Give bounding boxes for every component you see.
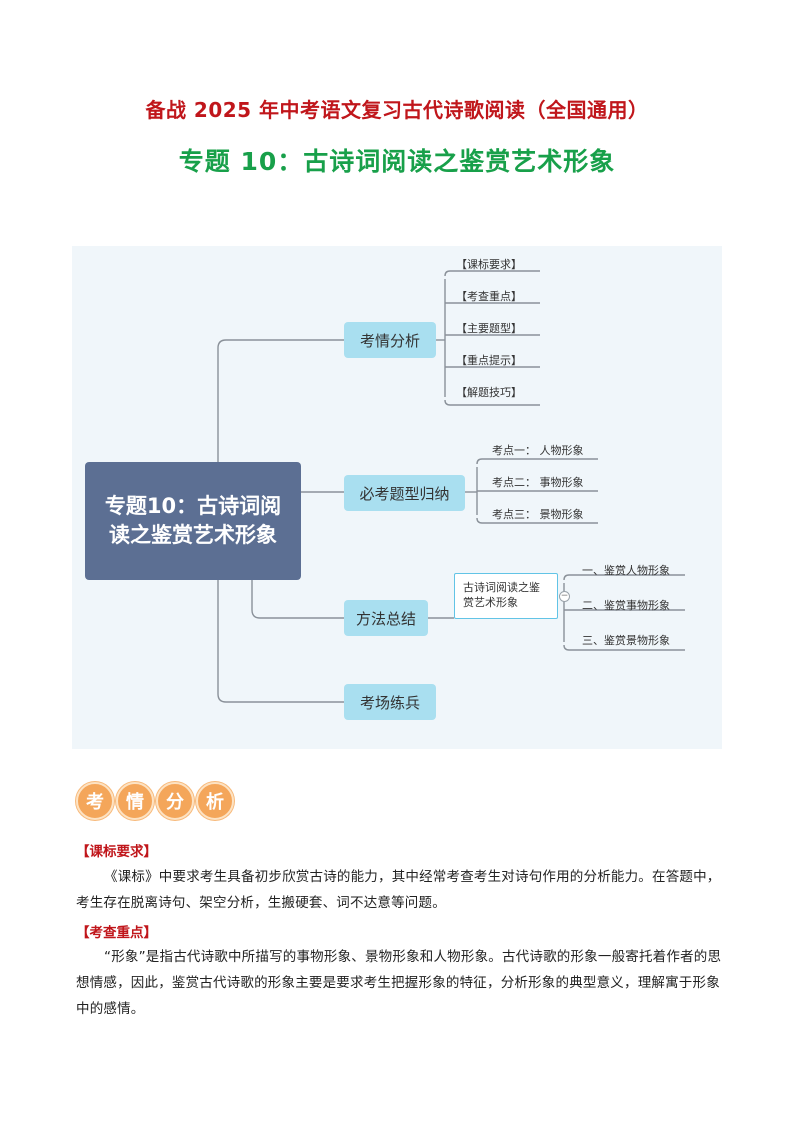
leaf-kebiao: 【课标要求】	[456, 258, 522, 271]
leaf-zhongdian: 【重点提示】	[456, 354, 522, 367]
mind-map-root: 专题10：古诗词阅读之鉴赏艺术形象	[85, 462, 301, 580]
leaf-kaocha: 【考查重点】	[456, 290, 522, 303]
paragraph-kebiao: 《课标》中要求考生具备初步欣赏古诗的能力，其中经常考查考生对诗句作用的分析能力。…	[76, 869, 721, 911]
badge-char: 析	[196, 782, 234, 820]
method-summary-node: 古诗词阅读之鉴赏艺术形象	[454, 573, 558, 619]
leaf-method-2: 二、鉴赏事物形象	[582, 599, 670, 612]
document-subtitle: 专题 10：古诗词阅读之鉴赏艺术形象	[178, 147, 616, 176]
branch-kaoqing: 考情分析	[344, 322, 436, 358]
leaf-kaodian-2: 考点二： 事物形象	[492, 476, 584, 489]
branch-kaochang: 考场练兵	[344, 684, 436, 720]
tag-kaocha: 【考查重点】	[76, 925, 157, 941]
leaf-method-3: 三、鉴赏景物形象	[582, 634, 670, 647]
mind-map: 专题10：古诗词阅读之鉴赏艺术形象 考情分析 必考题型归纳 方法总结 考场练兵 …	[72, 246, 722, 749]
branch-bikao: 必考题型归纳	[344, 475, 465, 511]
leaf-method-1: 一、鉴赏人物形象	[582, 564, 670, 577]
badge-char: 情	[116, 782, 154, 820]
leaf-kaodian-1: 考点一： 人物形象	[492, 444, 584, 457]
mind-map-connectors	[217, 270, 685, 703]
branch-fangfa: 方法总结	[344, 600, 428, 636]
badge-char: 考	[76, 782, 114, 820]
leaf-kaodian-3: 考点三： 景物形象	[492, 508, 584, 521]
collapse-icon[interactable]: −	[559, 591, 570, 602]
tag-kebiao: 【课标要求】	[76, 844, 157, 860]
document-title: 备战 2025 年中考语文复习古代诗歌阅读（全国通用）	[145, 98, 649, 122]
leaf-zhuyao: 【主要题型】	[456, 322, 522, 335]
leaf-jieti: 【解题技巧】	[456, 386, 522, 399]
badge-char: 分	[156, 782, 194, 820]
section-badge-kaoqing-fenxi: 考 情 分 析	[76, 782, 236, 820]
paragraph-kaocha: “形象”是指古代诗歌中所描写的事物形象、景物形象和人物形象。古代诗歌的形象一般寄…	[76, 949, 722, 1017]
